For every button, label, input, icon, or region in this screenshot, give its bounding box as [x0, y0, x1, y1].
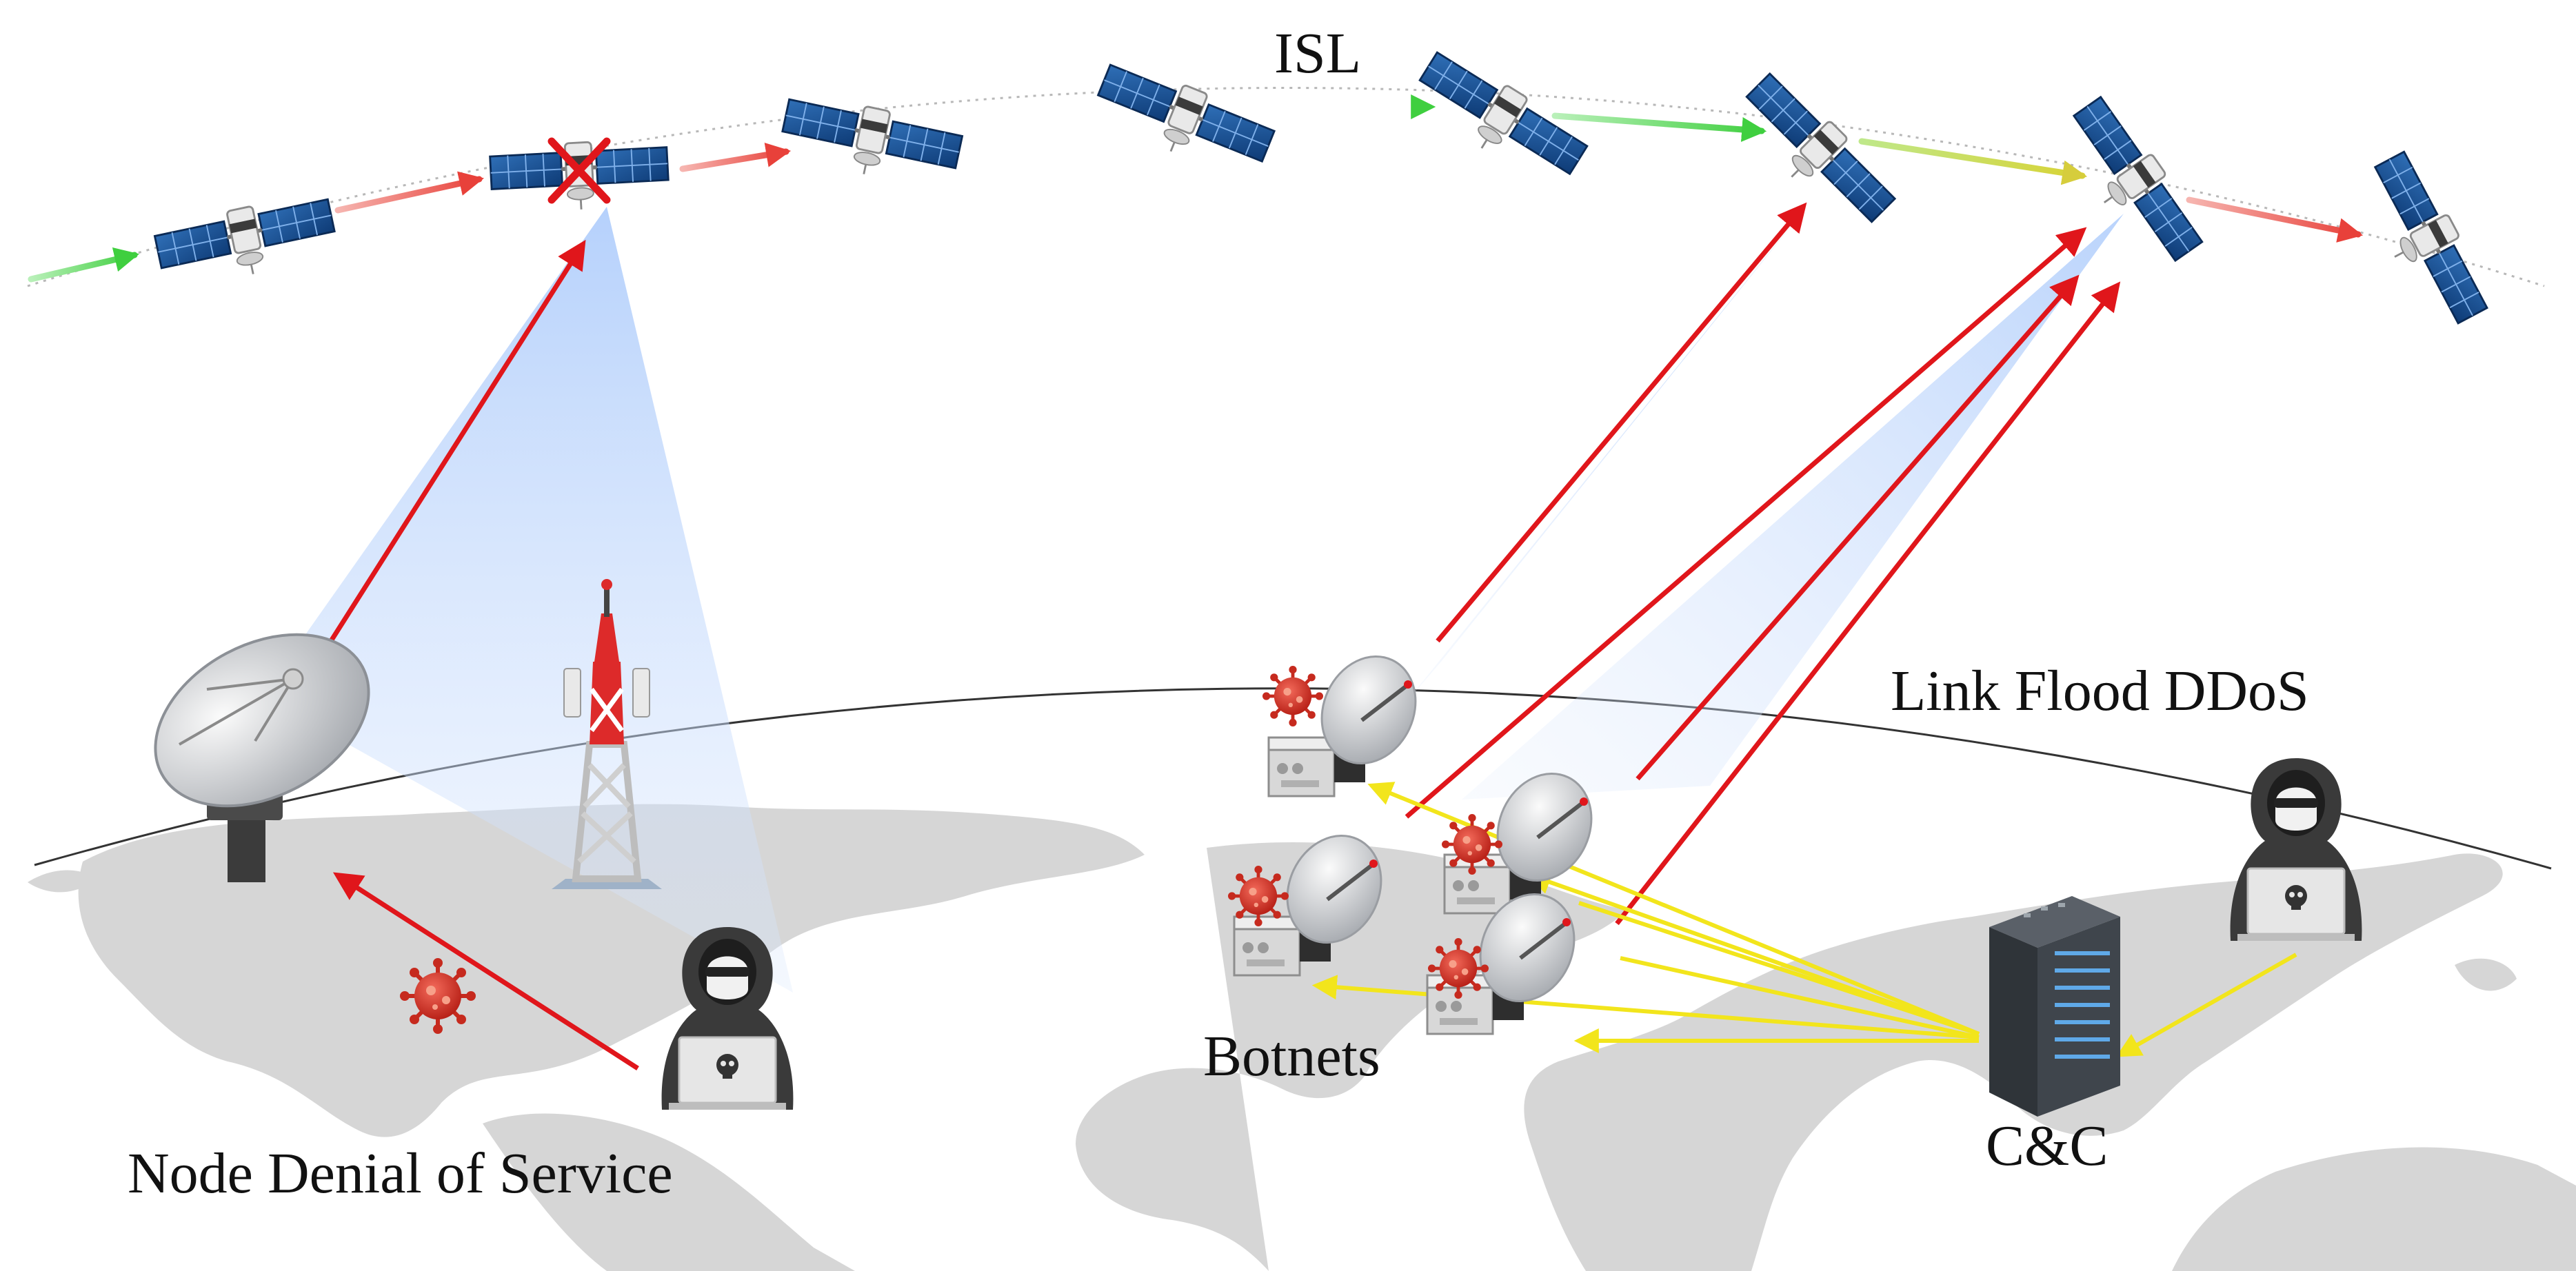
satellite-icon	[2052, 90, 2211, 276]
hacker-icon	[2229, 757, 2363, 942]
isl-links	[28, 94, 2364, 283]
uplink-beam-botnet-2	[1462, 214, 2124, 800]
satellite-icon	[1728, 66, 1902, 241]
satellite-icon	[1087, 55, 1279, 186]
virus-icon	[1262, 666, 1323, 726]
satellite-icon	[1405, 43, 1593, 196]
link-flood-ddos-label: Link Flood DDoS	[1891, 659, 2309, 723]
x-mark-icon	[547, 137, 611, 204]
botnets-label: Botnets	[1203, 1024, 1380, 1088]
cnc-label: C&C	[1986, 1114, 2108, 1178]
attack-uplinks	[329, 202, 2121, 1070]
node-dos-label: Node Denial of Service	[128, 1141, 673, 1206]
virus-icon	[1428, 938, 1489, 999]
uplink-beam-botnet-1	[1400, 207, 1807, 710]
satellite-icon	[152, 189, 341, 294]
orbit-path	[27, 87, 2545, 287]
satellite-icon	[2352, 146, 2497, 336]
server-rack-icon	[1989, 896, 2120, 1117]
uplink-beam-left	[262, 207, 793, 993]
ground-station-dish-icon	[154, 633, 370, 882]
satellite-icon	[776, 89, 965, 194]
virus-icon	[400, 958, 476, 1034]
virus-icon	[1228, 866, 1289, 926]
virus-icon	[1442, 814, 1502, 875]
cell-tower-icon	[552, 579, 662, 889]
isl-label: ISL	[1274, 21, 1361, 85]
